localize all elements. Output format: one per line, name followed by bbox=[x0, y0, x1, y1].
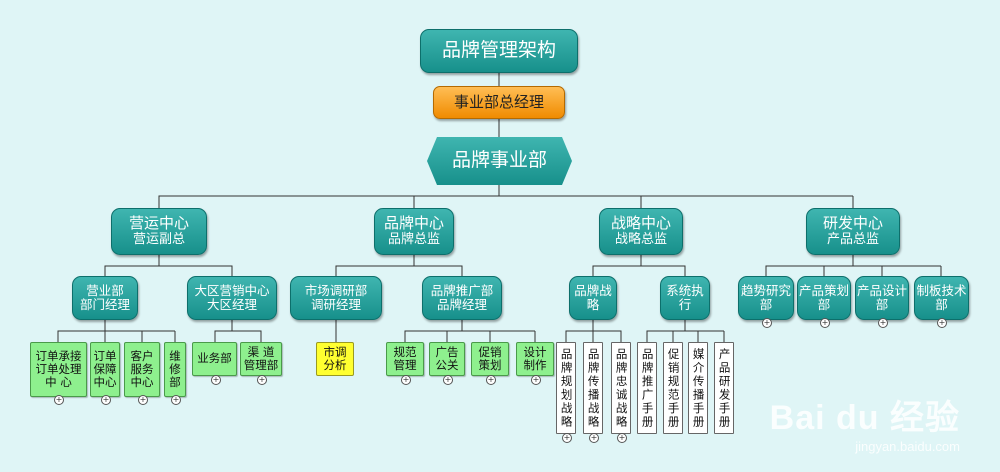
title-node: 品牌管理架构 bbox=[420, 29, 578, 73]
leaf-business: 业务部 bbox=[192, 342, 237, 376]
gm-node: 事业部总经理 bbox=[433, 86, 565, 119]
dept-research: 市场调研部 调研经理 bbox=[290, 276, 382, 320]
leaf-media-manual: 媒介传播手册 bbox=[688, 342, 708, 434]
dept-brand-strategy: 品牌战略 bbox=[569, 276, 617, 320]
center-name: 营运中心 bbox=[128, 214, 189, 233]
dept-name: 品牌推广部 bbox=[430, 282, 494, 298]
expand-toggle[interactable]: + bbox=[937, 318, 947, 328]
leaf-promotion: 促销 策划 bbox=[471, 342, 509, 376]
dept-system-exec: 系统执行 bbox=[660, 276, 710, 320]
center-head: 品牌总监 bbox=[387, 231, 440, 247]
leaf-repair: 维 修 部 bbox=[164, 342, 186, 397]
dept-head: 调研经理 bbox=[310, 297, 361, 312]
watermark-logo: Bai du 经验 bbox=[769, 399, 960, 437]
center-brand: 品牌中心 品牌总监 bbox=[374, 208, 454, 255]
dept-head: 大区经理 bbox=[206, 297, 257, 312]
dept-region: 大区营销中心 大区经理 bbox=[187, 276, 277, 320]
dept-trend: 趋势研究部 bbox=[738, 276, 794, 320]
expand-toggle[interactable]: + bbox=[562, 433, 572, 443]
center-name: 品牌中心 bbox=[383, 214, 444, 233]
dept-head: 部门经理 bbox=[79, 297, 130, 312]
leaf-order-guarantee: 订单 保障 中心 bbox=[90, 342, 120, 397]
center-name: 战略中心 bbox=[610, 214, 671, 233]
expand-toggle[interactable]: + bbox=[486, 375, 496, 385]
expand-toggle[interactable]: + bbox=[589, 433, 599, 443]
leaf-standard: 规范 管理 bbox=[386, 342, 424, 376]
expand-toggle[interactable]: + bbox=[138, 395, 148, 405]
leaf-design-make: 设计 制作 bbox=[516, 342, 554, 376]
leaf-ads: 广告 公关 bbox=[429, 342, 465, 376]
leaf-customer-service: 客户 服务 中心 bbox=[124, 342, 160, 397]
center-operations: 营运中心 营运副总 bbox=[111, 208, 207, 255]
center-head: 产品总监 bbox=[826, 231, 879, 247]
expand-toggle[interactable]: + bbox=[257, 375, 267, 385]
expand-toggle[interactable]: + bbox=[531, 375, 541, 385]
dept-promo: 品牌推广部 品牌经理 bbox=[422, 276, 502, 320]
dept-planning: 产品策划部 bbox=[797, 276, 851, 320]
leaf-promo-manual: 品牌推广手册 bbox=[637, 342, 657, 434]
center-name: 研发中心 bbox=[822, 214, 883, 233]
leaf-rnd-manual: 产品研发手册 bbox=[714, 342, 734, 434]
expand-toggle[interactable]: + bbox=[617, 433, 627, 443]
leaf-market-analysis: 市调 分析 bbox=[316, 342, 354, 376]
expand-toggle[interactable]: + bbox=[820, 318, 830, 328]
leaf-brand-loyalty: 品牌忠诚战略 bbox=[611, 342, 631, 434]
leaf-channel: 渠 道 管理部 bbox=[240, 342, 282, 376]
expand-toggle[interactable]: + bbox=[171, 395, 181, 405]
dept-plate: 制板技术部 bbox=[914, 276, 969, 320]
expand-toggle[interactable]: + bbox=[762, 318, 772, 328]
watermark: Bai du 经验 jingyan.baidu.com bbox=[770, 390, 960, 454]
leaf-brand-planning: 品牌规划战略 bbox=[556, 342, 576, 434]
dept-design: 产品设计部 bbox=[855, 276, 909, 320]
dept-sales: 营业部 部门经理 bbox=[72, 276, 138, 320]
leaf-sales-manual: 促销规范手册 bbox=[663, 342, 683, 434]
leaf-brand-communication: 品牌传播战略 bbox=[583, 342, 603, 434]
watermark-url: jingyan.baidu.com bbox=[855, 439, 960, 454]
dept-name: 营业部 bbox=[86, 282, 124, 298]
division-node: 品牌事业部 bbox=[427, 137, 572, 185]
center-rnd: 研发中心 产品总监 bbox=[806, 208, 900, 255]
center-head: 营运副总 bbox=[132, 231, 185, 247]
expand-toggle[interactable]: + bbox=[401, 375, 411, 385]
expand-toggle[interactable]: + bbox=[211, 375, 221, 385]
dept-head: 品牌经理 bbox=[436, 297, 487, 312]
expand-toggle[interactable]: + bbox=[443, 375, 453, 385]
leaf-order-center: 订单承接 订单处理 中 心 bbox=[30, 342, 87, 397]
dept-name: 大区营销中心 bbox=[194, 282, 270, 298]
expand-toggle[interactable]: + bbox=[878, 318, 888, 328]
center-strategy: 战略中心 战略总监 bbox=[599, 208, 683, 255]
expand-toggle[interactable]: + bbox=[54, 395, 64, 405]
center-head: 战略总监 bbox=[614, 231, 667, 247]
expand-toggle[interactable]: + bbox=[101, 395, 111, 405]
dept-name: 市场调研部 bbox=[304, 282, 368, 298]
